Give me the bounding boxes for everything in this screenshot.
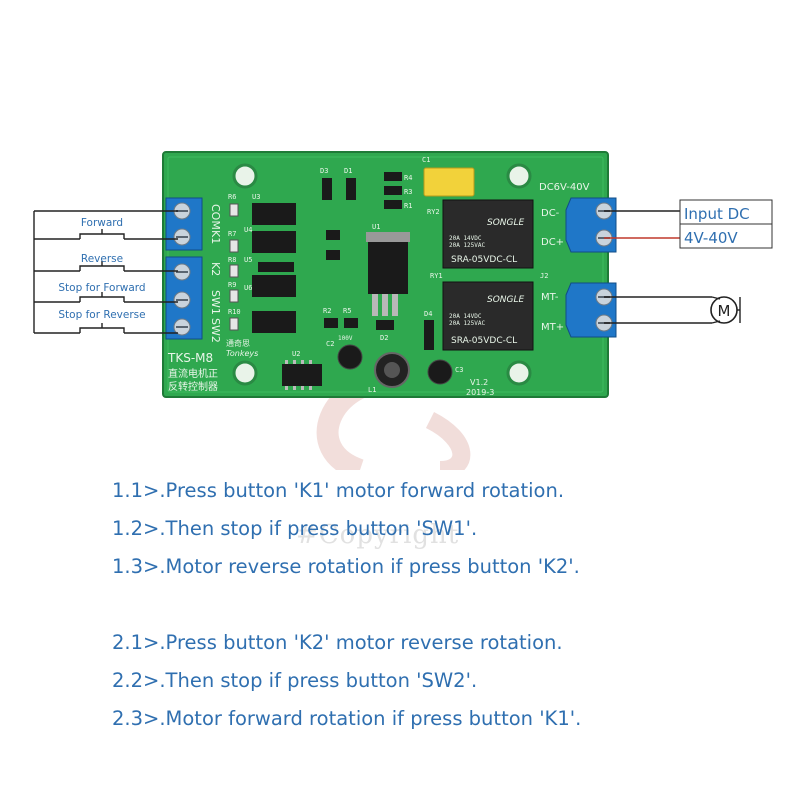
label-r4: R4 (404, 174, 412, 182)
relay-ry1: SONGLE 20A 14VDC 20A 125VAC SRA-05VDC-CL (442, 281, 534, 351)
capacitor-c1 (423, 167, 475, 197)
motor-wiring (604, 296, 741, 324)
label-u5: U5 (244, 256, 252, 264)
resistor-r5 (344, 318, 358, 328)
label-c1: C1 (422, 156, 430, 164)
board-model-label: TKS-M8 (167, 351, 213, 365)
ic-u2 (282, 360, 322, 390)
label-r10: R10 (228, 308, 241, 316)
label-r8: R8 (228, 256, 236, 264)
board-chinese-name-1: 直流电机正 (168, 367, 218, 380)
instructions-group-1: 1.1>.Press button 'K1' motor forward rot… (112, 472, 772, 586)
forward-button-label: Forward (81, 217, 123, 229)
label-l1: L1 (368, 386, 376, 394)
mounting-holes (232, 163, 532, 386)
label-r9: R9 (228, 281, 236, 289)
pin-label-k2: K2 (209, 262, 222, 276)
pin-label-mt-plus: MT+ (541, 322, 564, 333)
left-terminal-block-bottom (165, 256, 203, 340)
input-dc-label: Input DC (684, 205, 750, 223)
reverse-button-label: Reverse (81, 253, 123, 265)
relay-ry2: SONGLE 20A 14VDC 20A 125VAC SRA-05VDC-CL (442, 199, 534, 269)
board-version: V1.2 (470, 378, 488, 387)
board-diagram: COM K1 K2 SW1 SW2 TKS-M8 直流电机正 反转控制器 通奇思… (33, 151, 773, 470)
pin-label-dc-plus: DC+ (541, 237, 564, 248)
svg-text:20A 14VDC: 20A 14VDC (449, 313, 482, 320)
pin-label-mt-minus: MT- (541, 292, 559, 303)
label-u1: U1 (372, 223, 380, 231)
label-r2: R2 (323, 307, 331, 315)
right-terminal-block-motor (565, 282, 617, 338)
svg-text:20A 14VDC: 20A 14VDC (449, 235, 482, 242)
label-c2: C2 (326, 340, 334, 348)
label-r7: R7 (228, 230, 236, 238)
left-terminal-block-top (165, 197, 203, 251)
label-d1: D1 (344, 167, 352, 175)
label-r5: R5 (343, 307, 351, 315)
label-d2: D2 (380, 334, 388, 342)
svg-text:SRA-05VDC-CL: SRA-05VDC-CL (451, 255, 517, 265)
instruction-step: 2.2>.Then stop if press button 'SW2'. (112, 669, 478, 692)
dc-range-label: DC6V-40V (539, 182, 590, 193)
instructions-group-2: 2.1>.Press button 'K2' motor reverse rot… (112, 624, 772, 738)
label-ry2: RY2 (427, 208, 440, 216)
instruction-step: 2.1>.Press button 'K2' motor reverse rot… (112, 631, 563, 654)
label-u6: U6 (244, 284, 252, 292)
pin-label-sw2: SW2 (209, 318, 222, 343)
brand-en-label: Tonkeys (226, 349, 258, 358)
label-d3: D3 (320, 167, 328, 175)
motor-label: M (718, 302, 731, 320)
stop-forward-button-label: Stop for Forward (58, 282, 145, 294)
optocoupler-array (252, 203, 296, 333)
label-j2: J2 (540, 272, 548, 280)
label-u3: U3 (252, 193, 260, 201)
label-r3: R3 (404, 188, 412, 196)
brand-cn-label: 通奇思 (226, 338, 250, 348)
label-c2-voltage: 100V (338, 335, 353, 342)
push-button-symbols (79, 229, 125, 333)
svg-text:SONGLE: SONGLE (487, 218, 525, 228)
capacitor-c3 (427, 359, 453, 385)
instruction-step: 1.1>.Press button 'K1' motor forward rot… (112, 479, 565, 502)
label-ry1: RY1 (430, 272, 443, 280)
label-u2: U2 (292, 350, 300, 358)
diode-d1 (346, 178, 356, 200)
board-date: 2019-3 (466, 388, 494, 397)
svg-text:SONGLE: SONGLE (487, 295, 525, 305)
instruction-step: 1.3>.Motor reverse rotation if press but… (112, 555, 580, 578)
label-r6: R6 (228, 193, 236, 201)
capacitor-c2 (337, 344, 363, 370)
pin-label-sw1: SW1 (209, 290, 222, 315)
right-terminal-block-dc (565, 197, 617, 253)
transistors (326, 230, 340, 260)
label-c3: C3 (455, 366, 463, 374)
svg-text:20A 125VAC: 20A 125VAC (449, 320, 486, 327)
resistor-r2 (324, 318, 338, 328)
instruction-step: 1.2>.Then stop if press button 'SW1'. (112, 517, 478, 540)
input-dc-voltage: 4V-40V (684, 229, 738, 247)
stop-reverse-button-label: Stop for Reverse (58, 309, 145, 321)
label-u4: U4 (244, 226, 252, 234)
resistors-top (384, 172, 402, 209)
diode-d2 (376, 320, 394, 330)
pin-label-k1: K1 (209, 230, 222, 244)
diode-d3 (322, 178, 332, 200)
svg-text:20A 125VAC: 20A 125VAC (449, 242, 486, 249)
button-wiring (33, 210, 178, 334)
board-chinese-name-2: 反转控制器 (168, 380, 218, 393)
diode-d4 (424, 320, 434, 350)
label-r1: R1 (404, 202, 412, 210)
svg-text:SRA-05VDC-CL: SRA-05VDC-CL (451, 336, 517, 346)
label-d4: D4 (424, 310, 432, 318)
pin-label-com: COM (209, 204, 222, 230)
pin-label-dc-minus: DC- (541, 208, 560, 219)
instruction-step: 2.3>.Motor forward rotation if press but… (112, 707, 582, 730)
regulator-u1 (366, 232, 410, 316)
smd-resistors-left (229, 203, 239, 331)
